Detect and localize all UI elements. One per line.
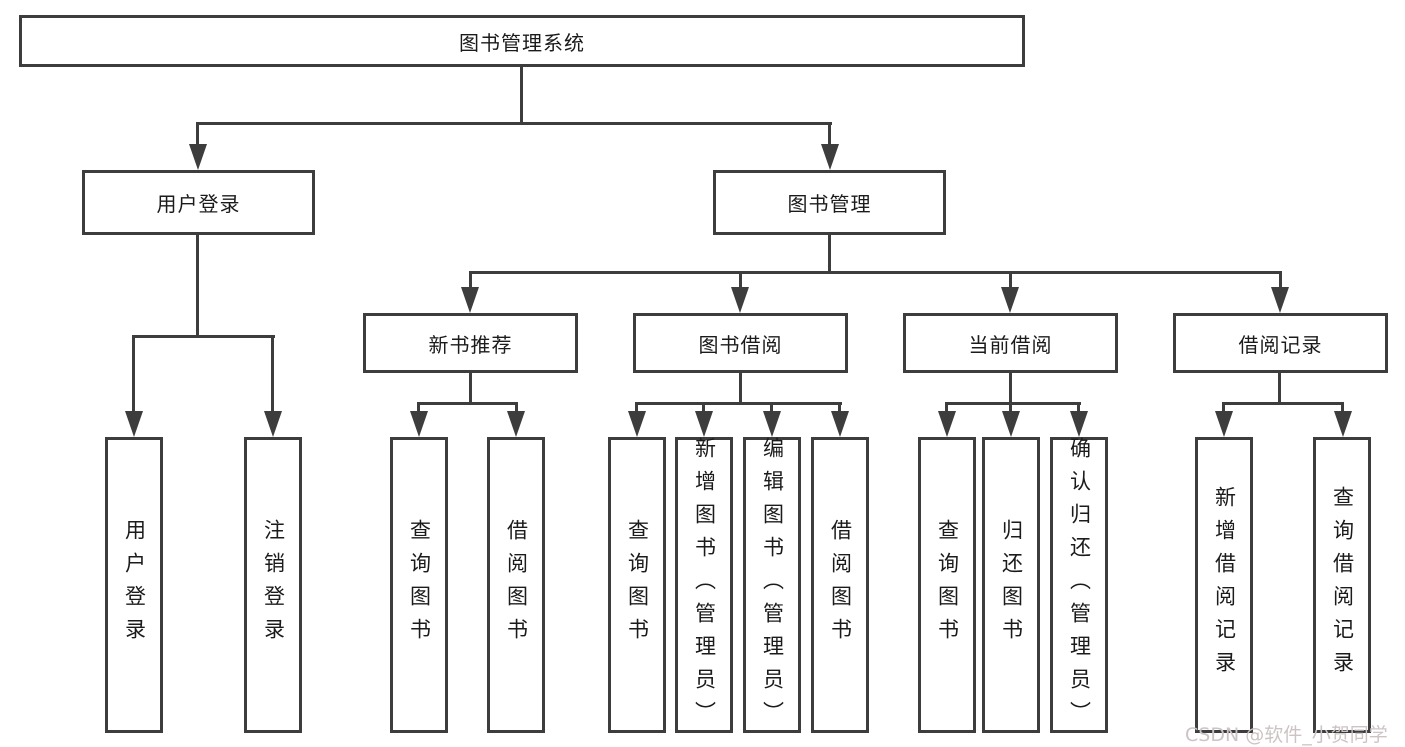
arrowhead-down-icon	[1271, 287, 1289, 313]
connector-line	[417, 402, 420, 418]
arrowhead-down-icon	[125, 411, 143, 437]
connector-line	[1278, 373, 1281, 405]
connector-line	[770, 402, 773, 418]
connector-line	[520, 67, 523, 123]
arrowhead-down-icon	[731, 287, 749, 313]
connector-line	[132, 335, 275, 338]
connector-line	[1341, 402, 1344, 418]
connector-line	[469, 373, 472, 405]
connector-line	[739, 373, 742, 405]
arrowhead-down-icon	[189, 144, 207, 170]
node-borrow-records: 借阅记录	[1173, 313, 1388, 373]
connector-line	[469, 271, 1282, 274]
arrowhead-down-icon	[695, 411, 713, 437]
arrowhead-down-icon	[1002, 411, 1020, 437]
arrowhead-down-icon	[628, 411, 646, 437]
node-add-books-admin: 新增图书（管理员）	[675, 436, 733, 734]
arrowhead-down-icon	[410, 411, 428, 437]
node-logout: 注销登录	[244, 437, 302, 733]
arrowhead-down-icon	[507, 411, 525, 437]
node-label: 新增借阅记录	[1212, 486, 1237, 684]
arrowhead-down-icon	[938, 411, 956, 437]
node-label: 当前借阅	[968, 332, 1053, 357]
connector-line	[1009, 271, 1012, 295]
node-borrow-books-borrowing: 借阅图书	[811, 437, 869, 733]
node-query-books-current: 查询图书	[918, 437, 976, 733]
node-current-borrowing: 当前借阅	[903, 313, 1118, 373]
node-label: 查询借阅记录	[1330, 486, 1355, 684]
connector-line	[1009, 402, 1012, 418]
node-label: 图书管理系统	[459, 30, 585, 55]
node-confirm-return-admin: 确认归还（管理员）	[1050, 436, 1108, 734]
node-label: 新增图书（管理员）	[692, 436, 717, 734]
connector-line	[635, 402, 638, 418]
connector-line	[635, 402, 842, 405]
connector-line	[1222, 402, 1344, 405]
node-query-books-borrowing: 查询图书	[608, 437, 666, 733]
arrowhead-down-icon	[821, 144, 839, 170]
node-label: 借阅图书	[828, 519, 853, 651]
connector-line	[828, 122, 831, 150]
node-book-management: 图书管理	[713, 170, 946, 235]
arrowhead-down-icon	[1070, 411, 1088, 437]
node-label: 归还图书	[999, 519, 1024, 651]
node-label: 注销登录	[261, 519, 286, 651]
connector-line	[1279, 271, 1282, 295]
node-label: 查询图书	[407, 519, 432, 651]
node-label: 图书借阅	[698, 332, 783, 357]
node-label: 借阅图书	[504, 519, 529, 651]
node-user-login: 用户登录	[82, 170, 315, 235]
connector-line	[132, 335, 135, 415]
arrowhead-down-icon	[264, 411, 282, 437]
csdn-watermark: CSDN @软件_小贺同学	[1185, 724, 1388, 746]
connector-line	[828, 235, 831, 274]
node-book-borrowing: 图书借阅	[633, 313, 848, 373]
node-label: 用户登录	[156, 192, 241, 216]
connector-line	[417, 402, 518, 405]
arrowhead-down-icon	[461, 287, 479, 313]
node-edit-books-admin: 编辑图书（管理员）	[743, 436, 801, 734]
node-label: 编辑图书（管理员）	[760, 436, 785, 734]
node-borrow-books-recommend: 借阅图书	[487, 437, 545, 733]
connector-line	[515, 402, 518, 418]
node-label: 图书管理	[787, 192, 872, 216]
node-label: 查询图书	[625, 519, 650, 651]
connector-line	[838, 402, 841, 418]
node-add-borrow-record: 新增借阅记录	[1195, 437, 1253, 733]
node-label: 确认归还（管理员）	[1067, 436, 1092, 734]
node-user-login-leaf: 用户登录	[105, 437, 163, 733]
node-library-system: 图书管理系统	[19, 15, 1025, 67]
node-query-borrow-record: 查询借阅记录	[1313, 437, 1371, 733]
connector-line	[271, 335, 274, 415]
node-return-books: 归还图书	[982, 437, 1040, 733]
connector-line	[196, 235, 199, 338]
node-label: 查询图书	[935, 519, 960, 651]
node-query-books-recommend: 查询图书	[390, 437, 448, 733]
connector-line	[945, 402, 948, 418]
arrowhead-down-icon	[1215, 411, 1233, 437]
node-label: 用户登录	[122, 519, 147, 651]
connector-line	[739, 271, 742, 295]
connector-line	[1009, 373, 1012, 405]
node-new-book-recommend: 新书推荐	[363, 313, 578, 373]
node-label: 新书推荐	[428, 332, 513, 357]
arrowhead-down-icon	[831, 411, 849, 437]
arrowhead-down-icon	[1334, 411, 1352, 437]
connector-line	[702, 402, 705, 418]
arrowhead-down-icon	[763, 411, 781, 437]
connector-line	[196, 122, 199, 150]
node-label: 借阅记录	[1238, 332, 1323, 357]
arrowhead-down-icon	[1001, 287, 1019, 313]
connector-line	[469, 271, 472, 295]
connector-line	[1077, 402, 1080, 418]
connector-line	[1222, 402, 1225, 418]
connector-line	[945, 402, 1081, 405]
connector-line	[196, 122, 832, 125]
